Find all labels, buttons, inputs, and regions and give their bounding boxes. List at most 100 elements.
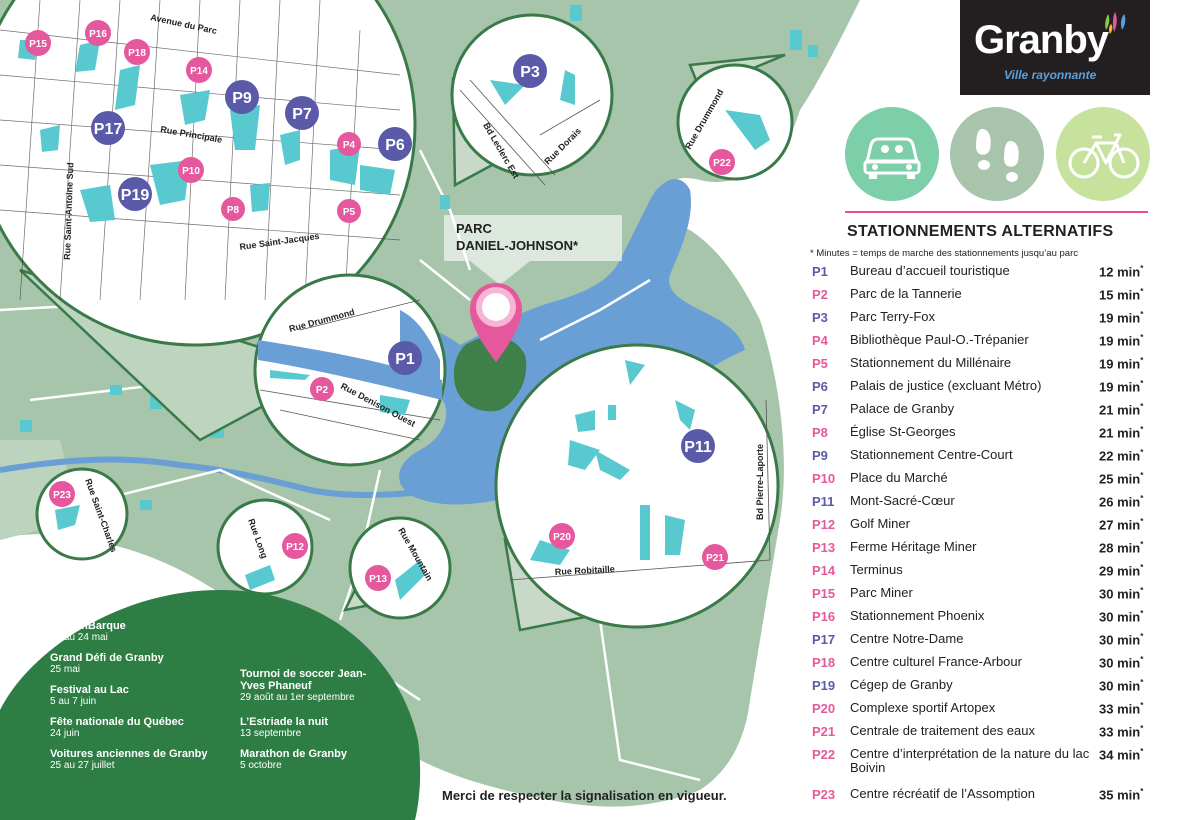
parking-name: Palais de justice (excluant Métro) (850, 378, 1042, 393)
parking-code: P4 (812, 333, 828, 348)
parking-time: 33 min* (1099, 724, 1143, 739)
parking-time-value: 33 min (1099, 701, 1141, 717)
inset-p11: Rue Robitaille Bd Pierre-Laporte (494, 343, 780, 629)
inset-p12: Rue Long (216, 498, 314, 596)
parking-code: P11 (812, 494, 835, 509)
parking-pin-p9[interactable]: P9 (225, 80, 259, 114)
parking-code: P18 (812, 655, 836, 670)
parking-name: Centre récréatif de l’Assomption (850, 786, 1035, 801)
parking-pin-p12[interactable]: P12 (282, 533, 308, 559)
parking-name: Bibliothèque Paul-O.-Trépanier (850, 332, 1029, 347)
parking-pin-p20[interactable]: P20 (549, 523, 575, 549)
parking-time: 15 min* (1099, 287, 1143, 302)
parking-pin-p5[interactable]: P5 (337, 199, 361, 223)
parking-time-value: 15 min (1099, 287, 1141, 303)
car-icon (845, 107, 939, 201)
parking-pin-p15[interactable]: P15 (25, 30, 51, 56)
parking-code: P1 (812, 264, 828, 279)
asterisk: * (1140, 609, 1144, 618)
parking-time: 28 min* (1099, 540, 1143, 555)
pin-circle (388, 341, 422, 375)
park-name-line2: DANIEL-JOHNSON* (456, 238, 579, 253)
asterisk: * (1140, 310, 1144, 319)
pin-label: P5 (343, 207, 356, 218)
pin-label: P21 (706, 553, 724, 564)
parking-pin-p6[interactable]: P6 (378, 127, 412, 161)
logo-wordmark: Granby (974, 18, 1109, 62)
pin-label: P15 (29, 39, 47, 50)
parking-pin-p14[interactable]: P14 (186, 57, 212, 83)
parking-pin-p22[interactable]: P22 (709, 149, 735, 175)
parking-pin-p7[interactable]: P7 (285, 96, 319, 130)
pin-label: P16 (89, 29, 107, 40)
park-island (453, 336, 527, 412)
inset-p22: Rue Drummond (676, 63, 794, 181)
pin-label: P10 (182, 166, 200, 177)
parking-pin-p11[interactable]: P11 (681, 429, 715, 463)
parking-pin-p18[interactable]: P18 (124, 39, 150, 65)
parking-code: P21 (812, 724, 836, 739)
parking-time-value: 33 min (1099, 724, 1141, 740)
parking-time: 12 min* (1099, 264, 1143, 279)
pin-circle (702, 544, 728, 570)
asterisk: * (1140, 701, 1144, 710)
inset-p3: Bd Leclerc Est Rue Dorais (450, 13, 614, 186)
parking-code: P8 (812, 425, 828, 440)
pin-label: P14 (190, 66, 208, 77)
parking-pin-p1[interactable]: P1 (388, 341, 422, 375)
parking-name: Bureau d’accueil touristique (850, 263, 1010, 278)
event-date: 5 octobre (240, 760, 282, 771)
asterisk: * (1140, 655, 1144, 664)
section-divider (845, 211, 1148, 213)
parking-pin-p13[interactable]: P13 (365, 565, 391, 591)
parking-time-value: 12 min (1099, 264, 1141, 280)
parking-pin-p2[interactable]: P2 (310, 377, 334, 401)
parking-pin-p19[interactable]: P19 (118, 177, 152, 211)
parking-pin-p4[interactable]: P4 (337, 132, 361, 156)
park-location-pin-icon (470, 283, 522, 362)
parking-pin-p10[interactable]: P10 (178, 157, 204, 183)
pin-label: P18 (128, 48, 146, 59)
parking-time-value: 19 min (1099, 356, 1141, 372)
parking-time-value: 21 min (1099, 425, 1141, 441)
parking-code: P16 (812, 609, 836, 624)
parking-pin-p8[interactable]: P8 (221, 197, 245, 221)
parking-name: Ferme Héritage Miner (850, 539, 977, 554)
pin-label: P23 (53, 490, 71, 501)
parking-list-title: STATIONNEMENTS ALTERNATIFS (847, 223, 1114, 240)
asterisk: * (1140, 632, 1144, 641)
pin-label: P13 (369, 574, 387, 585)
parking-time: 30 min* (1099, 655, 1143, 670)
event-title: Festival au Lac (50, 684, 129, 696)
pin-label: P11 (684, 439, 712, 456)
pin-circle (285, 96, 319, 130)
parking-time: 21 min* (1099, 425, 1143, 440)
parking-pin-p3[interactable]: P3 (513, 54, 547, 88)
park-label-pointer (470, 261, 530, 285)
parking-pin-p23[interactable]: P23 (49, 481, 75, 507)
event-title: Défi EnBarque (50, 620, 126, 632)
parking-pin-p16[interactable]: P16 (85, 20, 111, 46)
pin-circle (337, 132, 361, 156)
parking-time-value: 35 min (1099, 787, 1141, 803)
parking-time-value: 29 min (1099, 563, 1141, 579)
pin-label: P20 (553, 532, 571, 543)
parking-pin-p17[interactable]: P17 (91, 111, 125, 145)
parking-time-value: 19 min (1099, 333, 1141, 349)
parking-code: P19 (812, 678, 836, 693)
parking-pin-p21[interactable]: P21 (702, 544, 728, 570)
